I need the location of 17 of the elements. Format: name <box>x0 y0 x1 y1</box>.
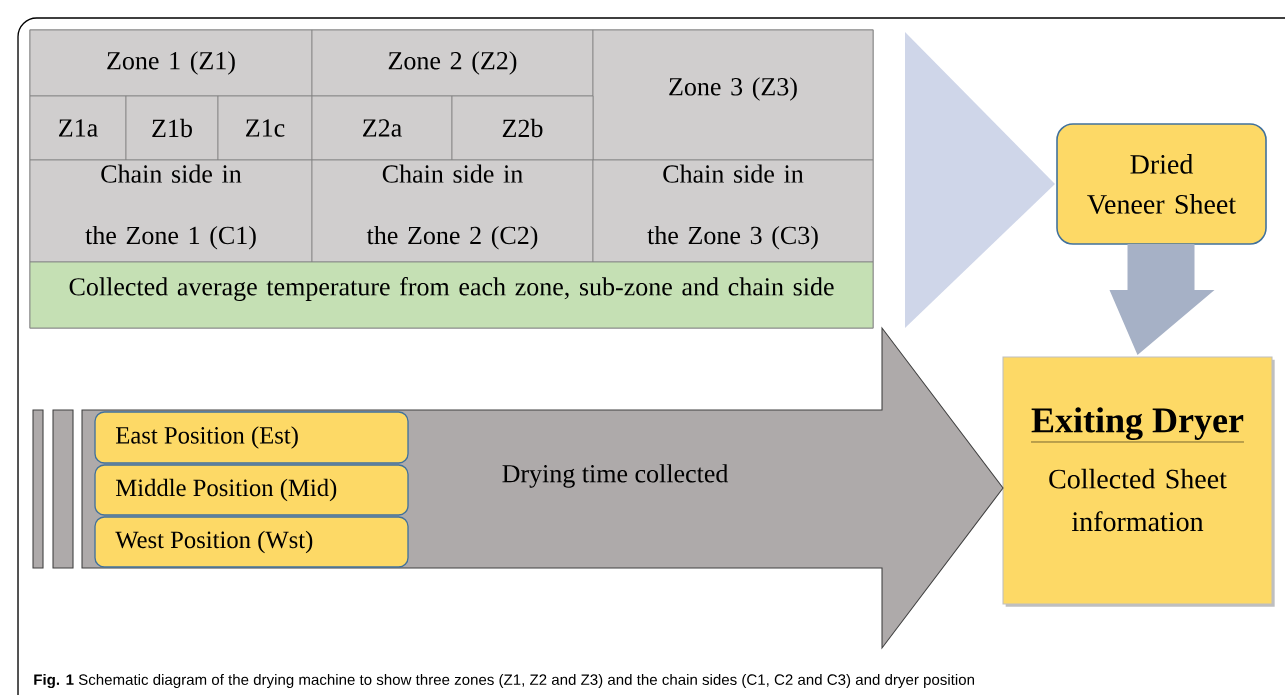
block-arrow <box>905 32 1055 328</box>
table-cell: Chain side in the Zone 3 (C3) <box>592 159 874 263</box>
table-cell: Z1b <box>125 95 219 161</box>
block-arrow <box>1109 244 1215 355</box>
position-box: East Position (Est) <box>94 411 409 464</box>
table-cell: Z2a <box>311 95 453 161</box>
position-box: West Position (Wst) <box>94 516 409 568</box>
output-box <box>1002 356 1275 607</box>
position-box: Middle Position (Mid) <box>94 464 409 516</box>
box-text: Collected Sheet information <box>1049 468 1227 532</box>
table-cell: Z1a <box>29 95 127 161</box>
table-cell: Z1c <box>217 95 313 161</box>
table-cell: Collected average temperature from each zone, sub-zone and chain side <box>29 261 874 329</box>
box-heading: Exiting Dryer <box>1030 407 1245 443</box>
table-cell: Z2b <box>451 95 594 161</box>
process-box: Dried Veneer Sheet <box>1056 123 1267 245</box>
caption: Fig. 1 Schematic diagram of the drying machine to show three zones (Z1, Z2 and Z3) and the chain sides (C1, C2 and C3) and dryer position <box>34 673 974 689</box>
